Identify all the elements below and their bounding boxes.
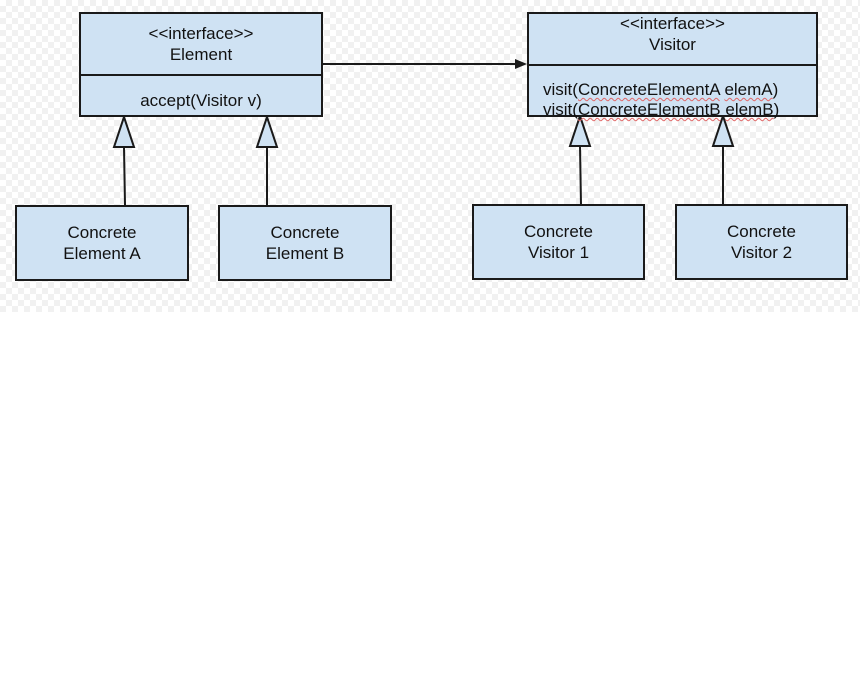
visitor-methods: visit(ConcreteElementA elemA) visit(Conc…	[529, 80, 816, 120]
inheritance-line-element-a	[123, 146, 126, 206]
visitor-method-b: visit(ConcreteElementB elemB)	[543, 100, 780, 119]
concrete-element-b-line1: Concrete	[270, 223, 340, 242]
concrete-element-a-box[interactable]: Concrete Element A	[15, 205, 189, 281]
concrete-visitor-2-box[interactable]: Concrete Visitor 2	[675, 204, 848, 280]
inheritance-arrowhead-visitor-2	[711, 112, 735, 147]
element-method-accept: accept(Visitor v)	[140, 91, 262, 110]
diagram-canvas: <<interface>> Element accept(Visitor v) …	[0, 0, 860, 312]
element-methods: accept(Visitor v)	[81, 90, 321, 111]
concrete-visitor-2-line1: Concrete	[727, 222, 796, 241]
inheritance-arrowhead-visitor-1	[568, 112, 592, 147]
concrete-element-a-line2: Element A	[63, 244, 141, 263]
association-arrowhead	[515, 59, 527, 69]
element-interface-header: <<interface>> Element	[81, 23, 321, 65]
concrete-element-b-box[interactable]: Concrete Element B	[218, 205, 392, 281]
element-divider	[81, 74, 321, 76]
inheritance-line-visitor-1	[579, 145, 582, 206]
visitor-stereotype: <<interface>>	[620, 14, 725, 33]
element-interface-box[interactable]: <<interface>> Element accept(Visitor v)	[79, 12, 323, 117]
inheritance-arrowhead-element-a	[112, 113, 136, 148]
concrete-visitor-1-line1: Concrete	[524, 222, 593, 241]
visitor-divider	[529, 64, 816, 66]
concrete-element-a-line1: Concrete	[67, 223, 137, 242]
element-name: Element	[169, 45, 233, 64]
concrete-element-b-line2: Element B	[265, 244, 345, 263]
inheritance-arrowhead-element-b	[255, 113, 279, 148]
connector-layer	[112, 59, 735, 206]
element-stereotype: <<interface>>	[148, 24, 254, 43]
visitor-name: Visitor	[649, 35, 696, 54]
concrete-visitor-2-line2: Visitor 2	[730, 243, 793, 262]
visitor-method-a: visit(ConcreteElementA elemA)	[543, 80, 779, 99]
visitor-interface-header: <<interface>> Visitor	[529, 13, 816, 55]
concrete-visitor-1-line2: Visitor 1	[527, 243, 590, 262]
concrete-visitor-1-box[interactable]: Concrete Visitor 1	[472, 204, 645, 280]
visitor-interface-box[interactable]: <<interface>> Visitor visit(ConcreteElem…	[527, 12, 818, 120]
